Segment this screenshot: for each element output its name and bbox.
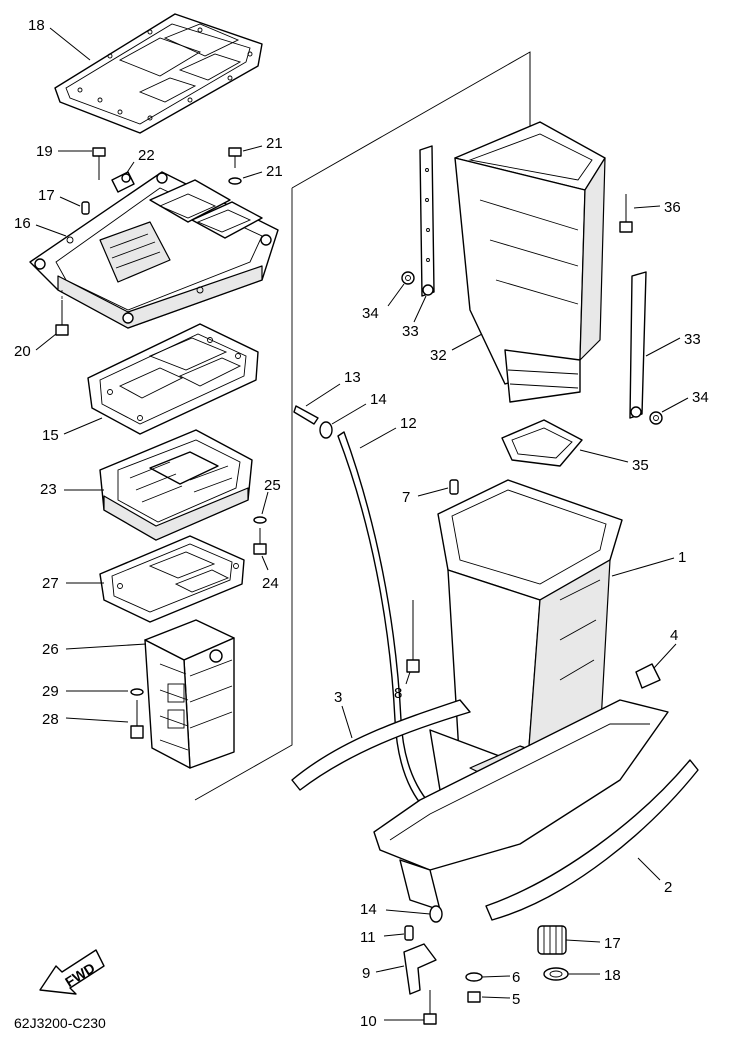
callout-12: 12 xyxy=(400,415,417,432)
callout-30: 28 xyxy=(42,711,59,728)
callout-34-left: 34 xyxy=(362,305,379,322)
part-21-bolt-lower xyxy=(55,290,69,336)
callout-28: 26 xyxy=(42,641,59,658)
part-34-nut-left xyxy=(401,271,415,285)
part-10-bolt xyxy=(423,990,437,1025)
part-6-washer xyxy=(465,972,483,982)
callout-8: 8 xyxy=(394,685,402,702)
part-27-washer xyxy=(253,516,267,524)
callout-26: 24 xyxy=(262,575,279,592)
part-16-washer xyxy=(543,967,569,981)
part-32-exhaust-manifold xyxy=(454,121,606,403)
callout-18: 16 xyxy=(14,215,31,232)
callout-7: 7 xyxy=(402,489,410,506)
part-13-grommet xyxy=(293,405,319,425)
part-34-nut-right xyxy=(649,411,663,425)
callout-32: 32 xyxy=(430,347,447,364)
callout-33-right: 33 xyxy=(684,331,701,348)
callout-24: 22 xyxy=(138,147,155,164)
callout-23: 21 xyxy=(266,163,283,180)
part-12-water-tube xyxy=(337,431,447,821)
diagram-code: 62J3200-C230 xyxy=(14,1015,106,1031)
callout-15: 17 xyxy=(604,935,621,952)
callout-6: 6 xyxy=(512,969,520,986)
part-33-damper-right xyxy=(629,271,647,419)
part-3-rubber-seal xyxy=(291,699,471,791)
part-11-dowel-pin xyxy=(404,925,414,941)
part-19-dowel-pin xyxy=(81,201,90,215)
callout-5: 5 xyxy=(512,991,520,1008)
callout-14-lower: 14 xyxy=(360,901,377,918)
callout-35: 35 xyxy=(632,457,649,474)
lower-plate xyxy=(373,699,669,911)
part-7-dowel-pin xyxy=(449,479,459,495)
part-5-bolt xyxy=(467,991,481,1003)
callout-19: 17 xyxy=(38,187,55,204)
callout-9: 9 xyxy=(362,965,370,982)
callout-31: 29 xyxy=(42,683,59,700)
part-2-rubber-seal xyxy=(485,759,699,921)
part-22-bolt xyxy=(228,147,242,168)
part-28-exhaust-muffler xyxy=(144,619,235,769)
part-26-bolt xyxy=(253,528,267,555)
part-18-upper-housing xyxy=(29,171,279,329)
callout-3: 3 xyxy=(334,689,342,706)
callout-27: 25 xyxy=(264,477,281,494)
part-35-seal xyxy=(501,419,583,467)
part-4-cap xyxy=(635,663,661,689)
part-33-damper-left xyxy=(419,145,435,297)
part-31-washer xyxy=(130,688,144,696)
callout-21-top: 19 xyxy=(36,143,53,160)
fwd-direction-arrow: FWD xyxy=(39,949,105,995)
callout-11: 11 xyxy=(360,929,376,946)
part-36-bolt xyxy=(619,194,633,233)
part-8-stud-bolt xyxy=(406,600,420,673)
callout-25: 23 xyxy=(40,481,57,498)
callout-14-upper: 14 xyxy=(370,391,387,408)
part-20-gasket xyxy=(54,13,263,134)
callout-20: 18 xyxy=(28,17,45,34)
part-14-seal-lower xyxy=(429,905,443,923)
callout-1: 1 xyxy=(678,549,686,566)
callout-33-left: 33 xyxy=(402,323,419,340)
part-24-fitting xyxy=(111,171,135,193)
callout-16: 18 xyxy=(604,967,621,984)
callout-13: 13 xyxy=(344,369,361,386)
callout-labels: 18 19 21 21 22 17 16 20 15 23 25 24 xyxy=(14,17,709,1030)
part-25-exhaust-cover xyxy=(99,429,253,541)
callout-17: 15 xyxy=(42,427,59,444)
part-14-seal-upper xyxy=(319,421,333,439)
part-9-bracket xyxy=(403,943,437,995)
part-23-washer xyxy=(228,177,242,185)
part-17-gasket xyxy=(87,323,259,435)
callout-36: 36 xyxy=(664,199,681,216)
part-15-bush xyxy=(537,925,567,955)
callout-10: 10 xyxy=(360,1013,377,1030)
callout-34-right: 34 xyxy=(692,389,709,406)
callout-22: 21 xyxy=(266,135,283,152)
part-1-upper-casing xyxy=(429,479,623,793)
part-21-bolt-top xyxy=(92,147,106,180)
part-30-bolt xyxy=(130,700,144,739)
callout-4: 4 xyxy=(670,627,678,644)
callout-2: 2 xyxy=(664,879,672,896)
part-29-gasket xyxy=(99,535,245,623)
callout-29: 27 xyxy=(42,575,59,592)
callout-21-lower: 20 xyxy=(14,343,31,360)
